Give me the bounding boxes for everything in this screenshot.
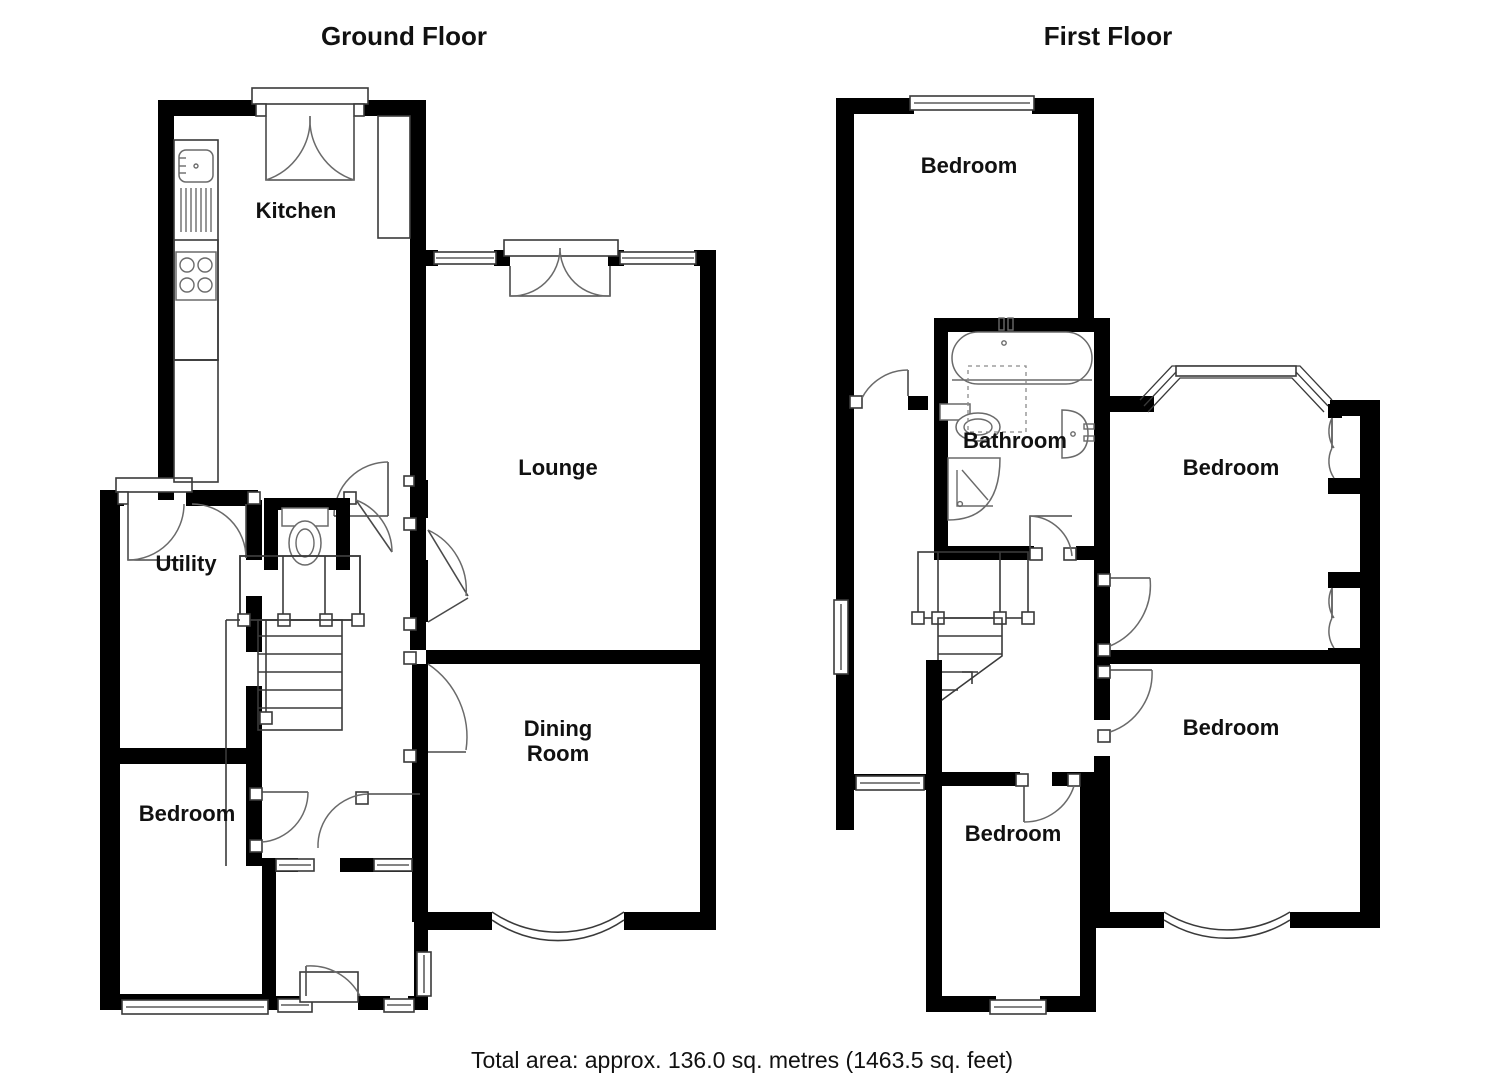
door-utility-external xyxy=(115,477,193,561)
toilet-icon xyxy=(281,507,329,566)
window-porch-side xyxy=(416,951,432,997)
window-bedroom1-north xyxy=(909,95,1035,111)
window-landing-south xyxy=(855,775,925,791)
wardrobe-bedroom3 xyxy=(1328,587,1335,649)
window-landing-west xyxy=(833,599,849,675)
first-floor-plan: Bedroom Bathroom Bedroom Bedroom Bedroom xyxy=(833,95,1380,1015)
hob-icon xyxy=(175,251,217,301)
first-floor-windows xyxy=(833,95,1333,1015)
door-kitchen-french xyxy=(251,87,369,181)
door-bathroom xyxy=(1029,515,1077,561)
room-label-dining-line1: Dining xyxy=(524,716,592,741)
first-floor-walls xyxy=(836,98,1380,1012)
door-bedroom-ground xyxy=(249,787,309,853)
bay-window-bedroom3 xyxy=(1163,911,1291,939)
kitchen-fixtures xyxy=(173,115,411,483)
first-floor-room-labels: Bedroom Bathroom Bedroom Bedroom Bedroom xyxy=(921,153,1280,846)
door-bedroom4 xyxy=(1015,773,1081,823)
room-label-bedroom-ground: Bedroom xyxy=(139,801,236,826)
first-floor-title: First Floor xyxy=(1044,21,1173,51)
room-label-utility: Utility xyxy=(155,551,217,576)
ground-floor-plan: Kitchen Lounge Utility Dining Room Bedro… xyxy=(100,87,716,1015)
first-floor-doors xyxy=(849,369,1335,939)
room-label-kitchen: Kitchen xyxy=(256,198,337,223)
drainer-icon xyxy=(180,188,212,232)
toilet-icon-bathroom xyxy=(939,403,1001,442)
door-bedroom2 xyxy=(1097,573,1152,657)
total-area-text: Total area: approx. 136.0 sq. metres (14… xyxy=(471,1047,1013,1073)
door-bedroom1 xyxy=(849,369,909,409)
wc-fixtures xyxy=(264,498,350,570)
door-hall-lounge xyxy=(403,517,469,631)
ground-floor-room-labels: Kitchen Lounge Utility Dining Room Bedro… xyxy=(139,198,598,826)
room-label-bathroom: Bathroom xyxy=(963,428,1067,453)
room-label-bedroom1: Bedroom xyxy=(921,153,1018,178)
door-front-porch xyxy=(299,965,361,1003)
window-bedroom-south xyxy=(121,999,269,1015)
door-utility-hall xyxy=(191,491,261,559)
staircase-first xyxy=(911,551,1035,714)
window-lounge-north-left xyxy=(433,251,497,265)
room-label-bedroom2: Bedroom xyxy=(1183,455,1280,480)
window-lounge-north-right xyxy=(619,251,697,265)
ground-floor-windows xyxy=(121,251,697,1015)
door-hall-inner xyxy=(317,791,420,849)
bath-icon xyxy=(951,317,1093,385)
wardrobe-bedroom2 xyxy=(1328,417,1335,479)
window-hall-internal-left xyxy=(275,858,315,872)
room-label-bedroom3: Bedroom xyxy=(1183,715,1280,740)
staircase-ground xyxy=(225,555,365,866)
ground-floor-title: Ground Floor xyxy=(321,21,487,51)
room-label-lounge: Lounge xyxy=(518,455,597,480)
window-bedroom4-south xyxy=(989,999,1047,1015)
bay-window-dining xyxy=(491,911,625,942)
room-label-bedroom4: Bedroom xyxy=(965,821,1062,846)
door-bedroom3 xyxy=(1097,665,1153,743)
room-label-dining-line2: Room xyxy=(527,741,589,766)
sink-icon xyxy=(178,149,214,183)
door-lounge-french xyxy=(503,239,619,297)
window-hall-internal-right xyxy=(373,858,413,872)
door-hall-dining xyxy=(403,651,468,763)
shower-icon xyxy=(947,457,1001,521)
bay-window-bedroom2 xyxy=(1139,365,1333,413)
bathroom-fixtures xyxy=(939,317,1095,521)
window-hall-south-right xyxy=(383,998,415,1013)
washbasin-icon xyxy=(1061,409,1095,459)
